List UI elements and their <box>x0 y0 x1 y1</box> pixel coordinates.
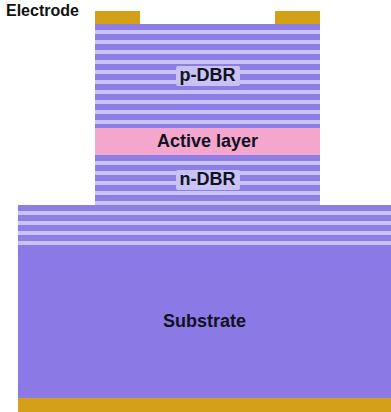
pdbr-stack-layer <box>95 104 320 110</box>
layer-label: p-DBR <box>176 66 240 86</box>
pdbr-stack-layer <box>95 44 320 50</box>
top-electrode <box>95 11 140 24</box>
ndbr-mesa-base <box>95 155 320 205</box>
ndbr-base-layer <box>18 215 391 221</box>
pdbr-stack-layer <box>95 24 320 30</box>
layer-label: Active layer <box>153 132 262 152</box>
ndbr-base-layer <box>18 235 391 241</box>
pdbr-stack-layer <box>95 124 320 128</box>
pdbr-stack-base <box>95 24 320 128</box>
ndbr-region: n-DBR <box>95 155 320 205</box>
active-layer-band <box>95 128 320 155</box>
top-electrode <box>275 11 320 24</box>
ndbr-base-layer <box>18 205 391 211</box>
layer-label: n-DBR <box>176 170 240 190</box>
pdbr-region: p-DBR <box>95 24 320 128</box>
layer-label: Substrate <box>159 312 250 332</box>
pdbr-stack-layer <box>95 54 320 60</box>
active-layer: Active layer <box>95 128 320 155</box>
ndbr-mesa-layer <box>95 155 320 161</box>
pdbr-stack-layer <box>95 34 320 40</box>
ndbr-base-base <box>18 205 391 245</box>
pdbr-stack-layer <box>95 114 320 120</box>
substrate-body <box>18 245 391 398</box>
bottom-electrode <box>18 398 391 412</box>
ndbr-base-layer <box>18 225 391 231</box>
part-label: Electrode <box>6 2 79 20</box>
pdbr-stack-layer <box>95 94 320 100</box>
substrate: Substrate <box>18 245 391 398</box>
ndbr-mesa-layer <box>95 195 320 201</box>
